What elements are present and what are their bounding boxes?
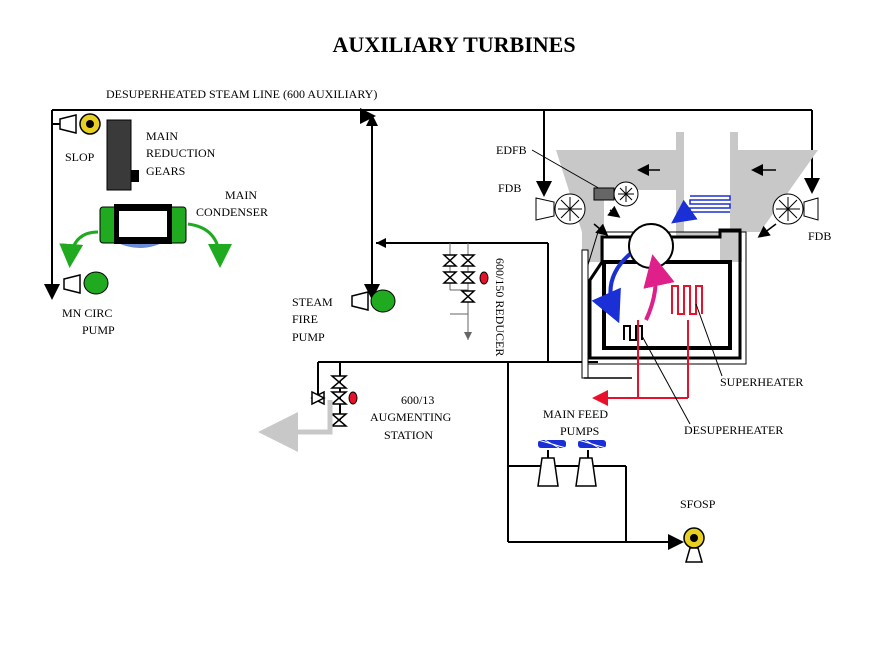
blue-flow-arrow: [591, 252, 632, 324]
augmenting-label-2: AUGMENTING: [370, 410, 452, 424]
fire-pump-label-2: FIRE: [292, 312, 318, 326]
reducer-pilot-icon: [479, 271, 489, 285]
augmenting-label-3: STATION: [384, 428, 433, 442]
augmenting-pilot-icon: [348, 391, 358, 405]
steam-up-arrowhead: [366, 114, 378, 126]
steam-line-label: DESUPERHEATED STEAM LINE (600 AUXILIARY): [106, 87, 377, 101]
fdb-right-icon: [772, 193, 819, 225]
fire-pump-label-3: PUMP: [292, 330, 325, 344]
gears-label-2: REDUCTION: [146, 146, 216, 160]
slop-label: SLOP: [65, 150, 95, 164]
feed-pump-2-icon: [575, 439, 607, 487]
gears-label-1: MAIN: [146, 129, 178, 143]
steam-drum-icon: [628, 223, 674, 269]
feed-pumps-label-1: MAIN FEED: [543, 407, 608, 421]
reducer-valve-icons: [442, 254, 476, 303]
gears-label-3: GEARS: [146, 164, 185, 178]
superheated-steam-lines: [592, 320, 689, 406]
branch-piping: [317, 242, 598, 542]
branch-arrowhead: [376, 238, 386, 248]
fdb-left-label: FDB: [498, 181, 521, 195]
reducer-label: 600/150 REDUCER: [493, 258, 507, 356]
diagram-title: AUXILIARY TURBINES: [332, 32, 575, 57]
fire-pump-icon: [351, 289, 396, 313]
economizer-coil-icon: [689, 195, 731, 213]
augmenting-label-1: 600/13: [401, 393, 434, 407]
magenta-flow-arrow: [643, 254, 675, 321]
augmenting-valve-icons: [310, 375, 349, 427]
superheater-label: SUPERHEATER: [720, 375, 803, 389]
edfb-label: EDFB: [496, 143, 527, 157]
fdb-left-icon: [535, 193, 586, 225]
condenser-label-2: CONDENSER: [196, 205, 268, 219]
pointer-lines: [531, 149, 723, 425]
reducer-down-arrow: [464, 332, 472, 340]
fire-pump-label-1: STEAM: [292, 295, 333, 309]
economizer-arrow: [671, 199, 698, 224]
fdb-right-label: FDB: [808, 229, 831, 243]
circ-pump-label-2: PUMP: [82, 323, 115, 337]
edfb-fan-icon: [593, 181, 639, 207]
sfosp-pump-icon: [683, 527, 705, 563]
slop-pump-icon: [59, 113, 101, 135]
circ-pump-label-1: MN CIRC: [62, 306, 112, 320]
superheater-coil-icon: [671, 285, 703, 315]
desuperheater-label: DESUPERHEATER: [684, 423, 783, 437]
feed-pump-piping: [508, 450, 684, 550]
sfosp-label: SFOSP: [680, 497, 716, 511]
feed-pump-1-icon: [537, 439, 567, 487]
reduction-gears-icon: [106, 119, 139, 191]
desuperheater-coil-icon: [623, 325, 643, 341]
circ-pump-icon: [63, 271, 109, 295]
augmenting-outflow-arrow: [258, 400, 333, 452]
condenser-label-1: MAIN: [225, 188, 257, 202]
feed-pumps-label-2: PUMPS: [560, 424, 599, 438]
boiler-casing-left: [581, 249, 589, 379]
stack-interior: [684, 132, 730, 232]
main-condenser-icon: [59, 204, 232, 268]
